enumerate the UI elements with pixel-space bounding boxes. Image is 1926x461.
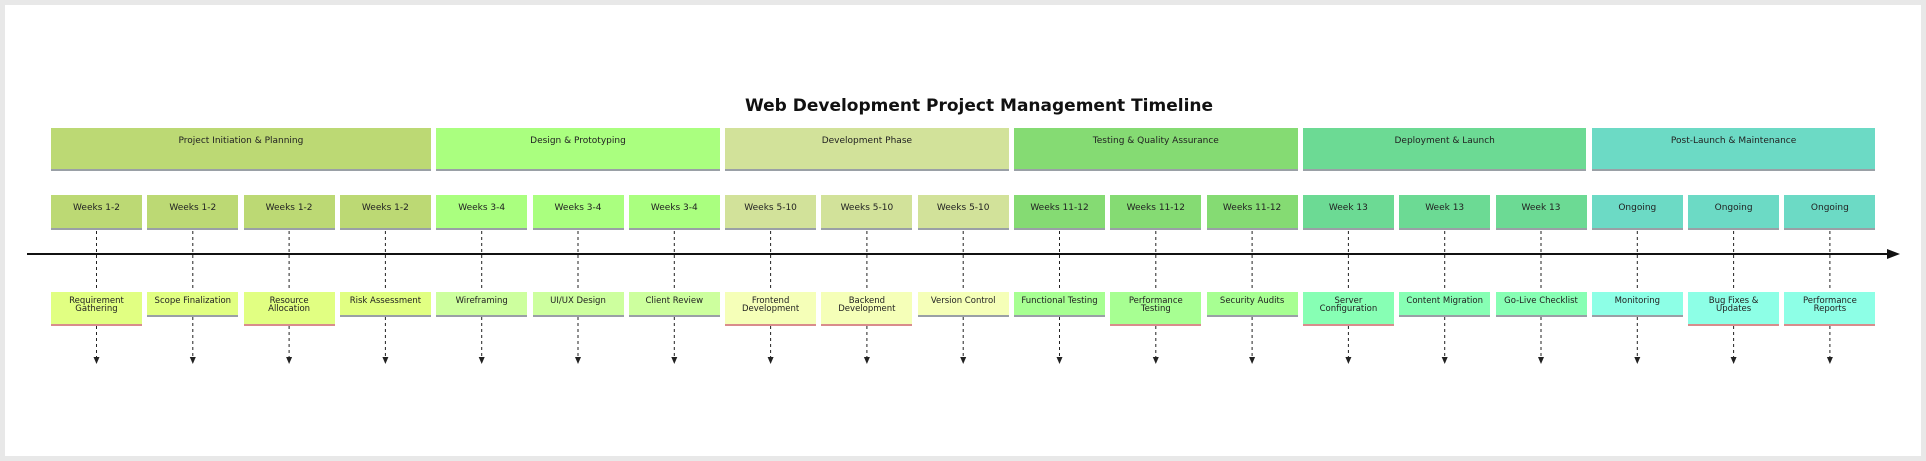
task-arrowhead — [671, 357, 678, 364]
week-label: Week 13 — [1399, 195, 1491, 230]
task-arrowhead — [1441, 357, 1448, 364]
week-label: Weeks 5-10 — [821, 195, 913, 230]
week-label: Weeks 11-12 — [1014, 195, 1105, 230]
task-arrowhead — [960, 357, 967, 364]
task-card: Version Control — [917, 292, 1009, 317]
task-card: UI/UX Design — [532, 292, 624, 317]
diagram-title: Web Development Project Management Timel… — [744, 96, 1214, 116]
week-label: Ongoing — [1688, 195, 1780, 230]
task-card: Requirement Gathering — [51, 292, 142, 326]
task-card: Risk Assessment — [339, 292, 431, 317]
week-label: Week 13 — [1495, 195, 1587, 230]
phase-header: Post-Launch & Maintenance — [1591, 128, 1876, 171]
week-label: Weeks 3-4 — [628, 195, 720, 230]
phase-header: Project Initiation & Planning — [51, 128, 431, 171]
phase-header: Design & Prototyping — [436, 128, 720, 171]
task-card: Wireframing — [436, 292, 528, 317]
task-arrowhead — [1730, 357, 1737, 364]
week-label: Weeks 11-12 — [1206, 195, 1298, 230]
task-arrowhead — [286, 357, 293, 364]
week-label: Weeks 1-2 — [243, 195, 335, 230]
task-arrowhead — [1152, 357, 1159, 364]
task-arrowhead — [382, 357, 389, 364]
week-label: Week 13 — [1302, 195, 1394, 230]
task-arrowhead — [1249, 357, 1256, 364]
task-arrowhead — [1345, 357, 1352, 364]
task-arrowhead — [1538, 357, 1544, 364]
task-card: Security Audits — [1206, 292, 1298, 317]
week-label: Weeks 11-12 — [1110, 195, 1202, 230]
task-card: Content Migration — [1399, 292, 1491, 317]
task-card: Bug Fixes & Updates — [1688, 292, 1780, 326]
task-card: Performance Reports — [1784, 292, 1876, 326]
task-card: Client Review — [628, 292, 720, 317]
task-card: Functional Testing — [1014, 292, 1105, 317]
week-label: Ongoing — [1784, 195, 1876, 230]
task-arrowhead — [478, 357, 485, 364]
task-card: Go-Live Checklist — [1495, 292, 1587, 317]
week-label: Weeks 1-2 — [51, 195, 142, 230]
phase-header: Development Phase — [725, 128, 1009, 171]
task-card: Backend Development — [821, 292, 913, 326]
task-arrowhead — [1634, 357, 1641, 364]
task-card: Frontend Development — [725, 292, 817, 326]
task-arrowhead — [189, 357, 196, 364]
task-arrowhead — [575, 357, 581, 364]
task-card: Resource Allocation — [243, 292, 335, 326]
week-label: Weeks 1-2 — [147, 195, 239, 230]
task-arrowhead — [1826, 357, 1833, 364]
week-label: Weeks 3-4 — [532, 195, 624, 230]
task-arrowhead — [93, 357, 100, 364]
task-arrowhead — [767, 357, 774, 364]
timeline-arrowhead — [1887, 249, 1900, 259]
task-card: Server Configuration — [1302, 292, 1394, 326]
phase-header: Testing & Quality Assurance — [1014, 128, 1298, 171]
week-label: Weeks 5-10 — [917, 195, 1009, 230]
task-card: Monitoring — [1591, 292, 1683, 317]
phase-header: Deployment & Launch — [1302, 128, 1587, 171]
task-arrowhead — [1056, 357, 1063, 364]
week-label: Weeks 5-10 — [725, 195, 817, 230]
week-label: Weeks 1-2 — [339, 195, 431, 230]
week-label: Weeks 3-4 — [436, 195, 528, 230]
task-card: Scope Finalization — [147, 292, 239, 317]
diagram-canvas — [5, 5, 1921, 456]
week-label: Ongoing — [1591, 195, 1683, 230]
task-card: Performance Testing — [1110, 292, 1202, 326]
task-arrowhead — [863, 357, 870, 364]
